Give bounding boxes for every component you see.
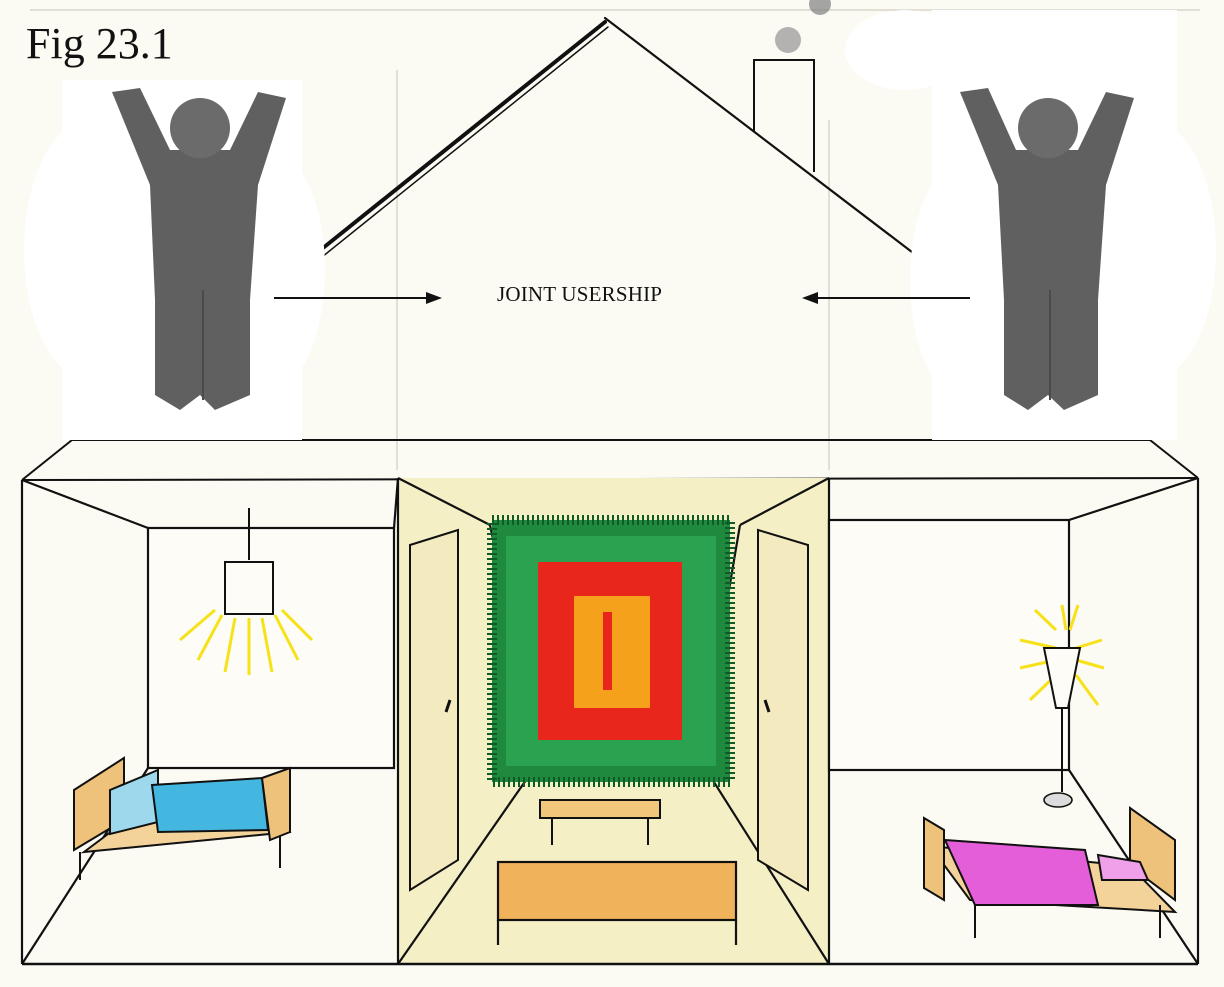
person-icon bbox=[24, 80, 325, 440]
figure-label: Fig 23.1 bbox=[26, 18, 173, 69]
joint-usership-caption: JOINT USERSHIP bbox=[497, 282, 662, 307]
right-door bbox=[758, 530, 808, 890]
roof bbox=[318, 18, 925, 262]
person-icon bbox=[910, 10, 1216, 440]
ceiling-outline bbox=[22, 440, 1198, 480]
bed-icon bbox=[74, 758, 290, 880]
bed-icon bbox=[924, 808, 1175, 938]
rug-icon bbox=[492, 520, 730, 782]
left-room bbox=[22, 478, 398, 964]
left-door bbox=[410, 530, 458, 890]
smoke bbox=[775, 0, 831, 53]
